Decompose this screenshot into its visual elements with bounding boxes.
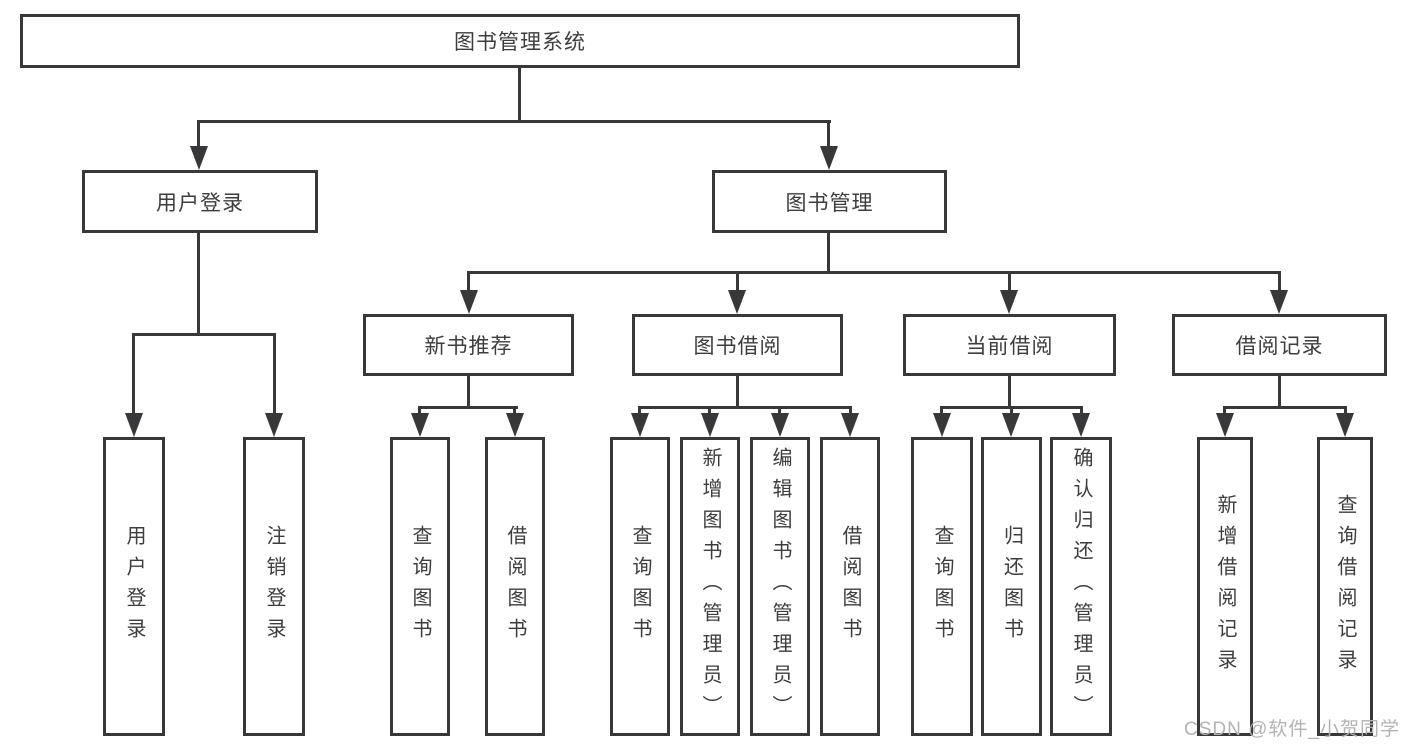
connector-drop-new-book-recommendation	[467, 271, 470, 293]
connector-drop	[940, 406, 943, 418]
connector-records-stem	[1278, 376, 1281, 409]
connector-drop-current-borrowing	[1008, 271, 1011, 293]
leaf-label: 编辑图书（管理员）	[769, 447, 791, 726]
leaf-label: 借阅图书	[839, 524, 861, 649]
leaf-user-login: 用户登录	[103, 437, 165, 736]
connector-drop-book-borrowing	[736, 271, 739, 293]
arrowhead-down	[1002, 413, 1020, 437]
connector-records-bus	[1223, 406, 1346, 409]
arrowhead-down	[701, 413, 719, 437]
connector-book-management-stem	[827, 232, 830, 274]
arrowhead-down	[1000, 290, 1018, 314]
node-user-login: 用户登录	[82, 170, 318, 233]
connector-drop-book-management	[827, 120, 830, 148]
leaf-borrowing-add-books-admin: 新增图书（管理员）	[680, 437, 740, 736]
arrowhead-down	[190, 146, 208, 170]
node-new-book-recommendation: 新书推荐	[363, 314, 574, 376]
leaf-label: 归还图书	[1000, 524, 1023, 649]
leaf-label: 新增借阅记录	[1214, 493, 1236, 680]
arrowhead-down	[1072, 413, 1090, 437]
leaf-logout: 注销登录	[243, 437, 305, 736]
connector-drop	[638, 406, 641, 418]
connector-drop	[1010, 406, 1013, 418]
leaf-recommendation-query-books: 查询图书	[390, 437, 450, 736]
node-borrowing-records: 借阅记录	[1172, 314, 1387, 376]
arrowhead-down	[265, 413, 283, 437]
connector-drop	[418, 406, 421, 418]
arrowhead-down	[841, 413, 859, 437]
connector-drop-user-login	[197, 120, 200, 148]
connector-drop-leaf-user-login	[132, 333, 135, 415]
leaf-recommendation-borrow-books: 借阅图书	[485, 437, 545, 736]
arrowhead-down	[820, 146, 838, 170]
leaf-label: 新增图书（管理员）	[699, 447, 721, 726]
leaf-current-confirm-return-admin: 确认归还（管理员）	[1050, 437, 1112, 736]
leaf-label: 查询图书	[409, 524, 431, 649]
node-current-borrowing: 当前借阅	[903, 314, 1116, 376]
node-book-management: 图书管理	[712, 170, 947, 233]
leaf-user-login-label: 用户登录	[123, 524, 145, 649]
leaf-current-return-books: 归还图书	[981, 437, 1042, 736]
leaf-borrowing-borrow-books: 借阅图书	[820, 437, 880, 736]
connector-drop	[1080, 406, 1083, 418]
connector-drop-borrowing-records	[1278, 271, 1281, 293]
leaf-label: 查询图书	[931, 524, 953, 649]
connector-drop	[778, 406, 781, 418]
leaf-label: 确认归还（管理员）	[1070, 447, 1092, 726]
connector-user-login-stem	[197, 232, 200, 336]
arrowhead-down	[506, 413, 524, 437]
node-book-management-system: 图书管理系统	[20, 14, 1020, 68]
arrowhead-down	[728, 290, 746, 314]
arrowhead-down	[411, 413, 429, 437]
connector-borrowing-bus	[638, 406, 852, 409]
connector-user-login-bus	[132, 333, 276, 336]
arrowhead-down	[771, 413, 789, 437]
connector-drop	[708, 406, 711, 418]
connector-drop	[1223, 406, 1226, 418]
connector-drop	[1344, 406, 1347, 418]
connector-recommendation-stem	[467, 376, 470, 409]
connector-drop-leaf-logout	[273, 333, 276, 415]
node-book-borrowing: 图书借阅	[632, 314, 843, 376]
leaf-current-query-books: 查询图书	[911, 437, 973, 736]
connector-drop	[849, 406, 852, 418]
leaf-label: 查询借阅记录	[1334, 493, 1356, 680]
connector-level3-bus	[467, 271, 1281, 274]
connector-level2-bus	[197, 120, 831, 123]
arrowhead-down	[460, 290, 478, 314]
leaf-records-query-borrow-record: 查询借阅记录	[1317, 437, 1373, 736]
leaf-label: 查询图书	[629, 524, 651, 649]
leaf-label: 借阅图书	[504, 524, 526, 649]
leaf-records-add-borrow-record: 新增借阅记录	[1197, 437, 1253, 736]
connector-current-stem	[1008, 376, 1011, 409]
leaf-logout-label: 注销登录	[263, 524, 285, 649]
arrowhead-down	[1270, 290, 1288, 314]
connector-borrowing-stem	[736, 376, 739, 409]
arrowhead-down	[1216, 413, 1234, 437]
arrowhead-down	[933, 413, 951, 437]
leaf-borrowing-edit-books-admin: 编辑图书（管理员）	[750, 437, 810, 736]
connector-root-stem	[518, 67, 521, 122]
arrowhead-down	[631, 413, 649, 437]
connector-drop	[513, 406, 516, 418]
arrowhead-down	[125, 413, 143, 437]
connector-recommendation-bus	[418, 406, 518, 409]
arrowhead-down	[1336, 413, 1354, 437]
leaf-borrowing-query-books: 查询图书	[610, 437, 670, 736]
